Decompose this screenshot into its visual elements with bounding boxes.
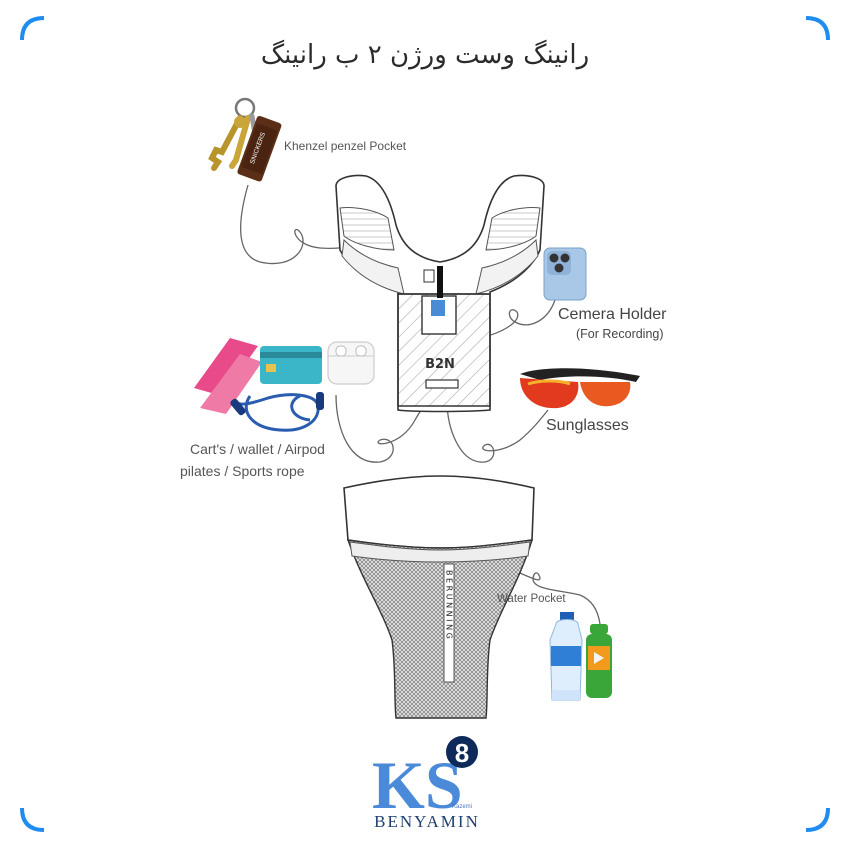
phone-icon (543, 247, 587, 301)
camera-holder-label: Cemera Holder (558, 306, 667, 323)
jump-rope-icon (230, 392, 324, 432)
fitness-band-icon (194, 338, 262, 414)
sunglasses-icon (520, 368, 640, 409)
sports-bottle-icon (586, 624, 612, 698)
card-icon (260, 346, 322, 384)
snack-bar-icon: SNICKERS (237, 115, 282, 182)
vest-front: B2N (335, 174, 545, 413)
brand-name: BENYAMIN (374, 812, 480, 831)
vest-front-logo: B2N (425, 357, 455, 372)
vest-back: B E R U N N I N G (343, 475, 535, 719)
water-pocket-label: Water Pocket (497, 593, 566, 605)
earbuds-case-icon (327, 341, 375, 385)
water-bottle-icon (549, 612, 583, 701)
carts-wallet-label: Cart's / wallet / Airpod (190, 441, 325, 457)
brand-subname: Kazemi (452, 804, 473, 810)
vest-strap-text: B E R U N N I N G (445, 570, 454, 639)
sunglasses-label: Sunglasses (546, 417, 629, 434)
brand-logo: KS 8 (372, 736, 478, 823)
camera-holder-sublabel: (For Recording) (576, 327, 664, 341)
page-title: رانینگ وست ورژن ۲ ب رانینگ (260, 40, 590, 70)
khenzel-pocket-label: Khenzel penzel Pocket (284, 139, 407, 153)
brand-monogram: KS (372, 747, 463, 823)
brand-number: 8 (455, 738, 469, 768)
pilates-rope-label: pilates / Sports rope (180, 463, 305, 479)
